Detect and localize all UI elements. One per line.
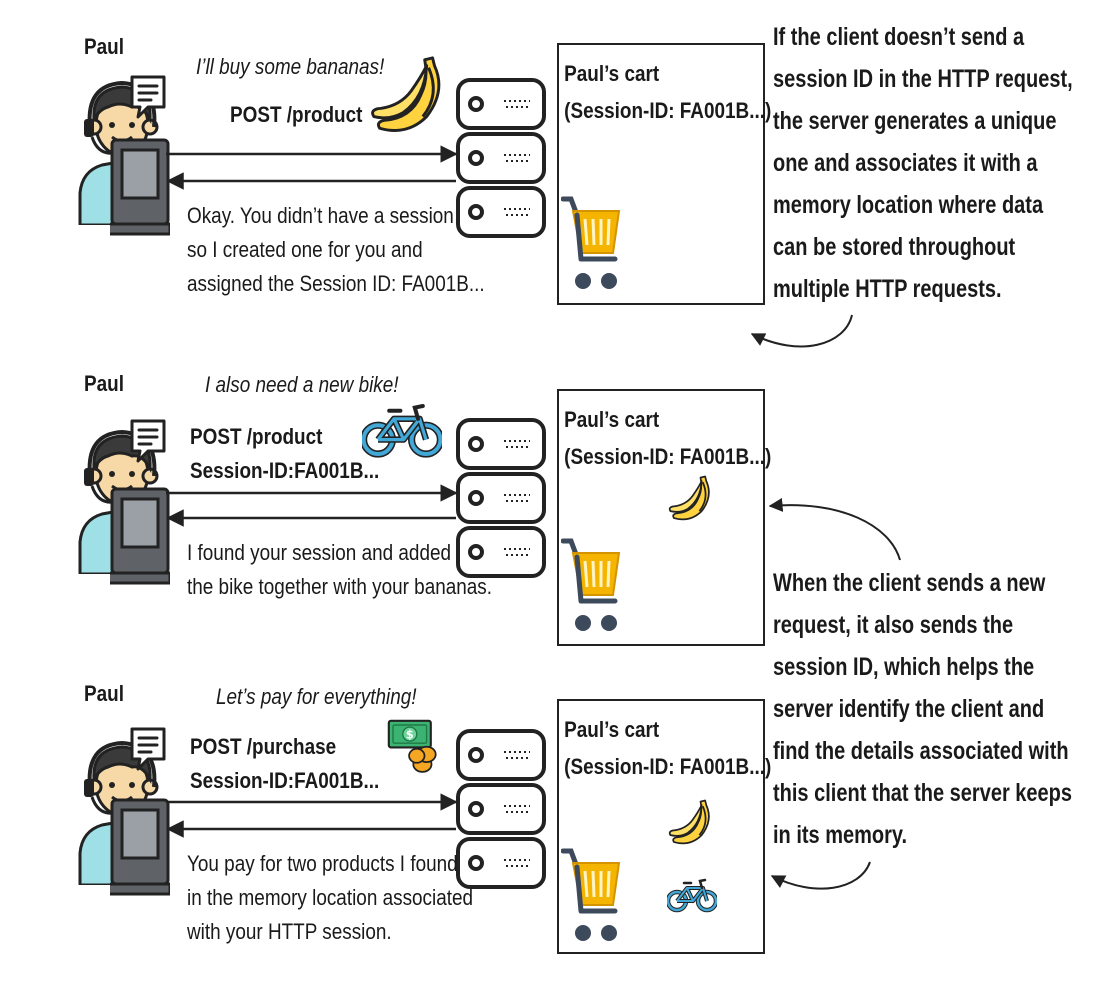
request-line: POST /purchase xyxy=(190,734,337,759)
cart-owner: Paul’s cart xyxy=(564,717,660,742)
annotation-new-session: If the client doesn’t send a session ID … xyxy=(773,16,1073,310)
flow-row-1: Paul I’ll buy some bananas! POST /produc… xyxy=(0,0,771,330)
annotation-line: this client that the server keeps xyxy=(773,779,1073,807)
annotation-line: If the client doesn’t send a xyxy=(773,23,1025,51)
annotation-line: memory location where data xyxy=(773,191,1044,219)
annotation-line: server identify the client and xyxy=(773,695,1045,723)
user-name: Paul xyxy=(84,681,124,706)
annotation-line: in its memory. xyxy=(773,821,908,849)
annotation-line: request, it also sends the xyxy=(773,611,1014,639)
cart-box: Paul’s cart (Session-ID: FA001B...) xyxy=(557,389,771,646)
annotation-line: session ID, which helps the xyxy=(773,653,1035,681)
server-response: Okay. You didn’t have a session so I cre… xyxy=(187,199,485,301)
response-line: so I created one for you and xyxy=(187,237,423,262)
request-line: POST /product xyxy=(190,424,323,449)
response-line: the bike together with your bananas. xyxy=(187,574,493,599)
client-speech: Let’s pay for everything! xyxy=(216,684,417,709)
pointer-arrow-2 xyxy=(768,497,901,561)
cart-box: Paul’s cart (Session-ID: FA001B...) xyxy=(557,699,771,954)
annotation-line: session ID in the HTTP request, xyxy=(773,65,1073,93)
session-header-line: Session-ID:FA001B... xyxy=(190,458,380,483)
response-line: Okay. You didn’t have a session xyxy=(187,203,454,228)
request-line: POST /product xyxy=(230,102,363,127)
request-label: POST /product Session-ID:FA001B... xyxy=(190,420,379,488)
request-label: POST /purchase Session-ID:FA001B... xyxy=(190,730,379,798)
annotation-line: find the details associated with xyxy=(773,737,1069,765)
annotation-line: one and associates it with a xyxy=(773,149,1038,177)
server-response: You pay for two products I found in the … xyxy=(187,847,473,949)
cart-owner: Paul’s cart xyxy=(564,407,660,432)
request-arrow xyxy=(166,484,458,527)
flow-row-3: Paul Let’s pay for everything! POST /pur… xyxy=(0,681,771,954)
flow-row-2: Paul I also need a new bike! POST /produ… xyxy=(0,0,771,660)
annotation-existing-session: When the client sends a new request, it … xyxy=(773,562,1072,856)
annotation-line: When the client sends a new xyxy=(773,569,1046,597)
annotation-line: the server generates a unique xyxy=(773,107,1057,135)
client-speech: I also need a new bike! xyxy=(205,372,399,397)
response-line: with your HTTP session. xyxy=(187,919,392,944)
response-line: in the memory location associated xyxy=(187,885,474,910)
server-response: I found your session and added the bike … xyxy=(187,536,492,604)
cart-box: Paul’s cart (Session-ID: FA001B...) xyxy=(557,43,771,305)
user-name: Paul xyxy=(84,371,124,396)
client-speech: I’ll buy some bananas! xyxy=(196,54,385,79)
response-line: You pay for two products I found xyxy=(187,851,458,876)
cart-owner: Paul’s cart xyxy=(564,61,660,86)
user-name: Paul xyxy=(84,34,124,59)
response-line: I found your session and added xyxy=(187,540,452,565)
session-header-line: Session-ID:FA001B... xyxy=(190,768,380,793)
request-arrow xyxy=(166,793,458,838)
request-label: POST /product xyxy=(230,98,362,132)
pointer-arrow-1 xyxy=(750,314,853,348)
annotation-line: can be stored throughout xyxy=(773,233,1016,261)
pointer-arrow-3 xyxy=(770,861,871,890)
annotation-line: multiple HTTP requests. xyxy=(773,275,1002,303)
response-line: assigned the Session ID: FA001B... xyxy=(187,271,485,296)
request-arrow xyxy=(166,145,458,190)
